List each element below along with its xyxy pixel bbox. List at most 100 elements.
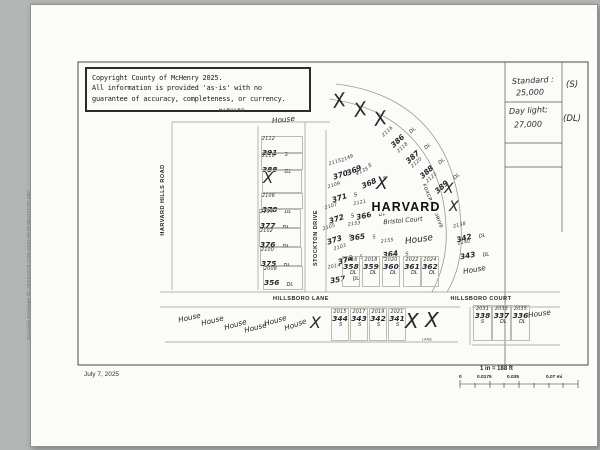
parcel-391-code: S — [284, 152, 288, 159]
street-harvard-hills-road: HARVARD HILLS ROAD — [160, 164, 166, 236]
parcel-344-num: 344 — [332, 314, 348, 324]
docusign-envelope-id: Docusign Envelope ID: AEE9A2C5-1195-4A57… — [26, 190, 31, 340]
crossed-lot-mark: X — [262, 170, 302, 193]
parcel-343-num: 343 — [351, 314, 367, 324]
city-harvard: HARVARD — [369, 200, 443, 214]
parcel-338-code: S — [481, 318, 485, 325]
parcel-338-num: 338 — [474, 311, 491, 321]
parcel-359-addr: 2018 — [364, 258, 378, 263]
parcel-343-num: 343 — [459, 249, 477, 262]
parcel-361-addr: 2022 — [405, 258, 419, 263]
copyright-line-1: Copyright County of McHenry 2025. — [92, 74, 223, 82]
crossed-lot-mark: X — [444, 181, 454, 197]
copyright-box: Copyright County of McHenry 2025. All in… — [85, 67, 311, 112]
legend-daylight-value: 27,000 — [513, 119, 543, 130]
parcel-359-code: DL — [370, 269, 377, 276]
parcel-360-code: DL — [390, 269, 397, 276]
scale-tick-0: 0 — [459, 375, 462, 380]
street-hillsboro-lane: HILLSBORO LANE — [273, 296, 329, 302]
parcel-341-num: 341 — [389, 314, 405, 324]
legend-standard-value: 25,000 — [515, 87, 545, 98]
parcel-377-addr: 2104 — [260, 210, 274, 215]
parcel-343-code: S — [358, 321, 362, 328]
parcel-344-code: S — [339, 321, 343, 328]
legend-standard-code: (S) — [566, 80, 579, 90]
parcel-342-code: S — [377, 321, 381, 328]
copyright-line-2: All information is provided 'as-is' with… — [92, 84, 262, 93]
parcel-356-code: DL — [286, 282, 294, 289]
crossed-lot-mark: X — [376, 174, 388, 194]
parcel-376-addr: 2102 — [260, 229, 274, 234]
parcel-341-addr: 2021 — [390, 310, 404, 315]
parcel-377-num: 377 — [260, 221, 276, 231]
parcel-388-num: 388 — [262, 165, 278, 175]
lane-fragment: LANE — [421, 336, 433, 342]
parcel-360-addr: 2020 — [384, 258, 398, 263]
crossed-lot-mark: X — [449, 199, 459, 215]
parcel-376-num: 376 — [260, 240, 276, 250]
copyright-line-3: guarantee of accuracy, completeness, or … — [92, 94, 286, 103]
map-date: July 7, 2025 — [84, 371, 120, 378]
legend-daylight-code: (DL) — [563, 114, 581, 124]
parcel-378-code: DL — [284, 209, 292, 216]
crossed-lot-mark: X — [310, 313, 321, 332]
parcel-391-num: 391 — [262, 148, 278, 158]
scale-tick-2: 0.035 — [507, 375, 520, 380]
parcel-356-num: 356 — [264, 278, 280, 288]
parcel-378-addr: 2106 — [262, 194, 276, 199]
parcel-358-addr: 2016 — [344, 258, 358, 263]
parcel-356-addr: 2008 — [264, 267, 278, 272]
parcel-342-addr: 2019 — [371, 310, 385, 315]
parcel-362-addr: 2024 — [423, 258, 437, 263]
parcel-388-addr: 2110 — [262, 154, 276, 159]
parcel-356: 2008 356 DL — [263, 266, 303, 290]
parcel-336-num: 336 — [512, 311, 529, 321]
parcel-377: 2104 377 DL — [259, 209, 301, 231]
parcel-361-code: DL — [411, 269, 418, 276]
parcel-375-num: 375 — [261, 259, 277, 269]
street-hillsboro-court: HILLSBORO COURT — [450, 296, 512, 302]
parcel-336-code: DL — [519, 318, 526, 325]
scale-tick-1: 0.0175 — [477, 375, 492, 380]
parcel-375-addr: 2100 — [261, 248, 275, 253]
parcel-344-addr: 2015 — [333, 310, 347, 315]
crossed-lot-mark: X — [405, 309, 419, 333]
parcel-362-code: DL — [429, 269, 436, 276]
crossed-lot-mark: X — [425, 308, 439, 332]
parcel-365-code: S — [372, 234, 377, 241]
parcel-343-code: DL — [482, 251, 490, 259]
parcel-358-code: DL — [350, 269, 357, 276]
parcel-337-code: DL — [500, 318, 507, 325]
parcel-337-num: 337 — [493, 311, 510, 321]
parcel-365-num: 365 — [349, 231, 366, 243]
parcel-341-code: S — [396, 321, 400, 328]
street-harvard: HARVARD — [218, 107, 246, 113]
parcel-358-num: 358 — [343, 262, 359, 272]
parcel-342-num: 342 — [370, 314, 386, 324]
parcel-359-num: 359 — [363, 262, 379, 272]
parcel-336-addr: 2035 — [513, 307, 527, 312]
parcel-361-num: 361 — [404, 262, 420, 272]
parcel-360-num: 360 — [383, 262, 399, 272]
parcel-362-num: 362 — [422, 262, 438, 272]
scale-ratio: 1 in = 188 ft — [480, 366, 513, 372]
